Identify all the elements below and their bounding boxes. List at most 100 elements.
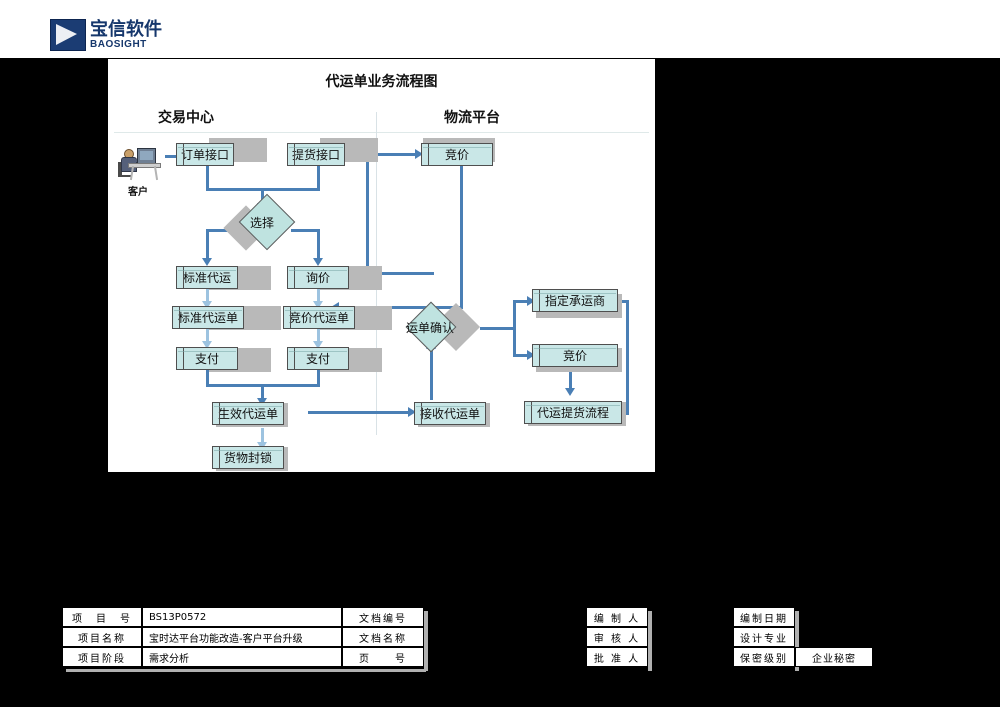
connector-choice-right-down	[317, 231, 320, 263]
node-pay-right[interactable]: 支付	[287, 347, 349, 370]
node-order-api[interactable]: 订单接口	[176, 143, 234, 166]
connector-inquiry-up	[366, 153, 369, 275]
connector-inquiry-to-bid-order	[317, 287, 320, 305]
node-label: 支付	[194, 352, 219, 366]
connector-effective-to-receive	[308, 411, 411, 414]
node-choice[interactable]: 选择	[212, 193, 312, 251]
node-label: 支付	[305, 352, 330, 366]
node-label: 标准代运	[182, 271, 231, 285]
node-label: 询价	[305, 271, 330, 285]
node-pickup-flow[interactable]: 代运提货流程	[524, 401, 622, 424]
node-effective[interactable]: 生效代运单	[212, 402, 284, 425]
logo-bar: 宝信软件 BAOSIGHT	[0, 0, 1000, 58]
connector-pay-bus-down	[261, 384, 264, 402]
meta-label-project-no: 项 目 号	[62, 607, 142, 627]
connector-order-api-down	[206, 164, 209, 191]
node-bid-order[interactable]: 竞价代运单	[283, 306, 355, 329]
connector-bid-order-to-pay	[317, 327, 320, 345]
connector-confirm-split	[513, 300, 516, 357]
connector-pay-left-down	[206, 369, 209, 387]
baosight-mark-icon	[50, 19, 86, 51]
node-label: 生效代运单	[217, 407, 278, 421]
node-label: 接收代运单	[419, 407, 480, 421]
diagram-title: 代运单业务流程图	[325, 74, 438, 90]
connector-to-bidding-right	[513, 354, 530, 357]
meta-label-discipline: 设计专业	[733, 627, 795, 647]
arrowhead	[202, 258, 212, 266]
connector-to-assign-carrier	[513, 300, 530, 303]
arrowhead	[565, 388, 575, 396]
connector-choice-left	[206, 229, 235, 232]
meta-label-project-name: 项目名称	[62, 627, 142, 647]
meta-value-project-name[interactable]: 宝时达平台功能改造-客户平台升级	[142, 627, 342, 647]
node-standard-order[interactable]: 标准代运单	[172, 306, 244, 329]
document-meta-table: 项 目 号 BS13P0572 文档编号 项目名称 宝时达平台功能改造-客户平台…	[62, 607, 942, 672]
meta-label-author: 编 制 人	[586, 607, 648, 627]
node-label: 标准代运单	[177, 311, 238, 325]
meta-value-project-stage[interactable]: 需求分析	[142, 647, 342, 667]
node-label: 指定承运商	[544, 294, 605, 308]
node-label: 货物封锁	[223, 451, 272, 465]
connector-assign-carrier-down	[626, 300, 629, 415]
arrowhead	[313, 258, 323, 266]
actor-customer: 客户	[111, 147, 165, 199]
meta-value-project-no[interactable]: BS13P0572	[142, 607, 342, 627]
node-pickup-api[interactable]: 提货接口	[287, 143, 345, 166]
connector-pay-right-down	[317, 369, 320, 387]
node-bidding-top[interactable]: 竞价	[421, 143, 493, 166]
lane-header-rule	[114, 132, 649, 133]
node-goods-lock[interactable]: 货物封锁	[212, 446, 284, 469]
meta-label-create-date: 编制日期	[733, 607, 795, 627]
connector-choice-right	[291, 229, 320, 232]
connector-effective-to-lock	[261, 428, 264, 445]
node-pay-left[interactable]: 支付	[176, 347, 238, 370]
node-label: 代运提货流程	[536, 406, 609, 420]
lane-title-transaction-center: 交易中心	[158, 110, 214, 126]
connector-standard-to-order	[206, 287, 209, 305]
logo-text-en: BAOSIGHT	[90, 38, 147, 50]
node-label: 订单接口	[180, 148, 229, 162]
baosight-logo: 宝信软件 BAOSIGHT	[50, 18, 168, 52]
customer-workstation-icon	[117, 147, 161, 181]
arrowhead	[313, 301, 323, 309]
meta-label-doc-no: 文档编号	[342, 607, 424, 627]
connector-choice-left-down	[206, 231, 209, 263]
node-inquiry[interactable]: 询价	[287, 266, 349, 289]
connector-confirm-right	[480, 327, 516, 330]
node-label: 运单确认	[405, 320, 454, 335]
node-assign-carrier[interactable]: 指定承运商	[532, 289, 618, 312]
connector-to-bidding-top	[366, 153, 418, 156]
node-receive[interactable]: 接收代运单	[414, 402, 486, 425]
arrowhead	[202, 341, 212, 349]
connector-bidding-top-down	[460, 164, 463, 309]
meta-label-secrecy-level: 保密级别	[733, 647, 795, 667]
connector-receive-to-confirm	[430, 344, 433, 400]
actor-customer-label: 客户	[128, 187, 148, 198]
connector-inquiry-right	[366, 272, 434, 275]
diagram-canvas: 代运单业务流程图 交易中心 物流平台 客户	[108, 59, 655, 472]
connector-bidding-right-down	[569, 367, 572, 392]
arrowhead	[202, 301, 212, 309]
lane-title-logistics-platform: 物流平台	[444, 110, 500, 126]
connector-standard-order-to-pay	[206, 327, 209, 345]
logo-text-cn: 宝信软件	[90, 18, 162, 40]
connector-pickup-api-down	[317, 164, 320, 191]
node-label: 竞价	[444, 148, 469, 162]
meta-label-project-stage: 项目阶段	[62, 647, 142, 667]
node-standard[interactable]: 标准代运	[176, 266, 238, 289]
arrowhead	[313, 341, 323, 349]
arrowhead	[408, 407, 416, 417]
arrowhead	[415, 149, 423, 159]
node-label: 选择	[249, 215, 274, 230]
meta-label-reviewer: 审 核 人	[586, 627, 648, 647]
node-label: 竞价	[562, 349, 587, 363]
node-confirm[interactable]: 运单确认	[378, 301, 482, 353]
meta-label-page-no: 页 号	[342, 647, 424, 667]
meta-label-doc-name: 文档名称	[342, 627, 424, 647]
node-label: 竞价代运单	[288, 311, 349, 325]
meta-value-secrecy-level[interactable]: 企业秘密	[795, 647, 873, 667]
connector-bidding-to-bid-order	[336, 306, 463, 309]
arrowhead	[527, 296, 535, 306]
node-label: 提货接口	[291, 148, 340, 162]
node-bidding-right[interactable]: 竞价	[532, 344, 618, 367]
